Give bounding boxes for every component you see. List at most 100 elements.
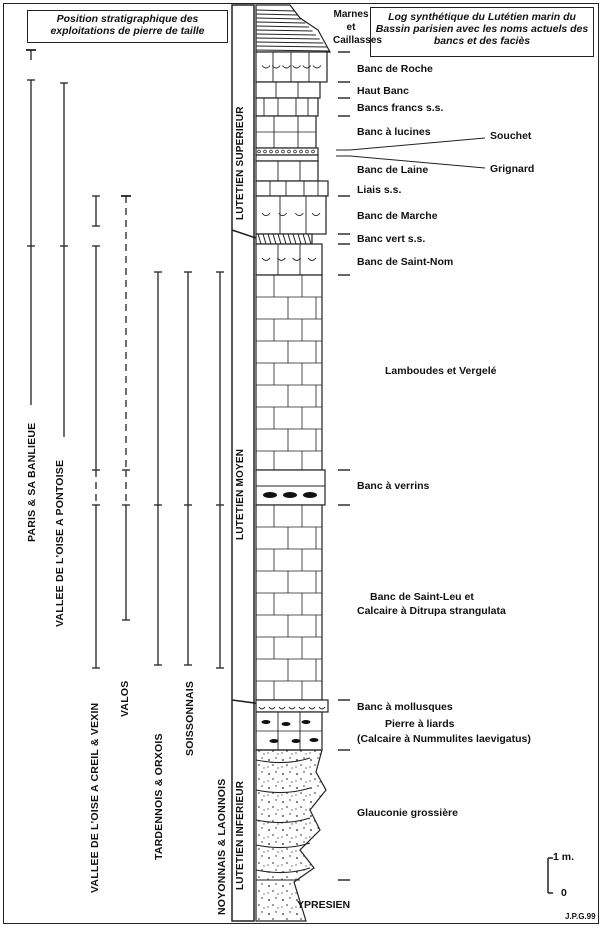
bed-liards-nummulite: [269, 739, 279, 743]
bed-banc-de-laine: Banc de Laine: [357, 164, 429, 176]
bed-verrins-nodule: [263, 492, 277, 498]
bed-francs-rect: [255, 97, 319, 117]
bed-vert-hatch: [292, 233, 297, 245]
bed-calcaire-ditrupa: Calcaire à Ditrupa strangulata: [357, 605, 506, 617]
scale-label-top: 1 m.: [553, 851, 575, 863]
signature: J.P.G.99: [565, 912, 596, 921]
ypresien-label: YPRESIEN: [297, 899, 351, 911]
bed-glauconie-shape: [255, 749, 327, 922]
bed-glauconie: Glauconie grossière: [357, 807, 458, 819]
grignard-label: Grignard: [490, 163, 535, 175]
bed-banc-vert: Banc vert s.s.: [357, 233, 426, 245]
bed-glauconie-lamina: [255, 787, 311, 794]
stage-column-border: [231, 4, 255, 922]
bed-saintnom-fossil: [292, 257, 302, 261]
region-label-paris: PARIS & SA BANLIEUE: [26, 422, 38, 542]
bed-verrins-rect: [255, 469, 326, 506]
bed-mollusques-shell: [298, 706, 306, 710]
bed-souchet-grain: [281, 149, 285, 154]
bed-banc-de-saint-nom: Banc de Saint-Nom: [357, 256, 454, 268]
souchet-leader-b: [349, 137, 486, 151]
bed-banc-de-roche: Banc de Roche: [357, 63, 433, 75]
bed-banc-a-verrins: Banc à verrins: [357, 480, 430, 492]
bed-glauconie-lamina: [255, 817, 311, 824]
stage-label-inferieur: LUTETIEN INFERIEUR: [235, 780, 246, 890]
bed-liards-nummulite: [261, 720, 271, 724]
bed-marche-fossil: [278, 212, 288, 217]
left-title-box: Position stratigraphique des exploitatio…: [27, 10, 228, 43]
bed-liards-nummulite: [301, 720, 311, 724]
bed-saintnom-fossil: [307, 257, 317, 261]
marnes-lamina: [255, 13, 299, 16]
bed-roche-fossil: [302, 65, 312, 69]
bed-calcaire-nummulites: (Calcaire à Nummulites laevigatus): [357, 733, 531, 745]
region-label-creil: VALLEE DE L'OISE A CREIL & VEXIN: [89, 702, 101, 893]
bed-mollusques-shell: [268, 706, 276, 710]
bed-liais-rect: [255, 180, 329, 197]
bed-saintnom-fossil: [261, 257, 271, 261]
bed-haut-banc: Haut Banc: [357, 85, 409, 97]
bed-marche-rect: [255, 195, 327, 235]
bed-roche-rect: [255, 51, 328, 83]
bed-roche-fossil: [312, 65, 322, 69]
bed-hautbanc-rect: [255, 81, 321, 99]
bed-banc-a-mollusques: Banc à mollusques: [357, 701, 453, 713]
bed-mollusques-shell: [288, 706, 296, 710]
bed-laine-rect: [255, 160, 319, 182]
bed-vert-hatch: [267, 233, 272, 245]
bed-liards-nummulite: [291, 739, 301, 743]
bed-souchet-grain: [263, 149, 267, 154]
bed-souchet-grain: [275, 149, 279, 154]
bed-roche-fossil: [261, 65, 271, 69]
region-label-noyonnais: NOYONNAIS & LAONNOIS: [216, 778, 228, 915]
bed-grignard-rect: [255, 154, 319, 162]
bed-vert-hatch: [272, 233, 277, 245]
marnes-lamina: [255, 41, 324, 44]
bed-vert-hatch: [282, 233, 287, 245]
bed-souchet-grain: [269, 149, 273, 154]
marnes-lamina: [255, 9, 295, 12]
bed-banc-a-lucines: Banc à lucines: [357, 126, 431, 138]
bed-marche-fossil: [311, 212, 321, 217]
bed-marche-fossil: [294, 212, 304, 217]
left-title: Position stratigraphique des exploitatio…: [50, 13, 205, 37]
bed-pierre-a-liards: Pierre à liards: [385, 718, 455, 730]
bed-lambourdes: Lamboudes et Vergelé: [385, 365, 497, 377]
bed-liards-nummulite: [281, 722, 291, 726]
region-range-bars: [26, 49, 224, 669]
bed-souchet-grain: [287, 149, 291, 154]
region-label-pontoise: VALLEE DE L'OISE A PONTOISE: [54, 459, 66, 627]
bed-liais: Liais s.s.: [357, 184, 402, 196]
bed-mollusques-shell: [308, 706, 316, 710]
bed-banc-de-marche: Banc de Marche: [357, 210, 438, 222]
marnes-outline: [255, 4, 332, 53]
bed-roche-fossil: [271, 65, 281, 69]
region-label-tardenois: TARDENNOIS & ORXOIS: [153, 733, 165, 860]
bed-souchet-grain: [311, 149, 315, 154]
bed-souchet-grain: [257, 149, 261, 154]
bed-vert-hatch: [287, 233, 292, 245]
bed-glauconie-lamina: [255, 867, 311, 874]
marnes-label: Marnes et Caillasses: [333, 9, 382, 46]
bed-mollusques-rect: [255, 699, 329, 713]
bed-souchet-grain: [305, 149, 309, 154]
lithology-log: [255, 4, 332, 922]
bed-souchet-grain: [299, 149, 303, 154]
bed-saintleu-rect: [255, 504, 323, 701]
stage-label-superieur: LUTETIEN SUPERIEUR: [235, 106, 246, 220]
bed-bancs-francs: Bancs francs s.s.: [357, 102, 444, 114]
bed-vert-hatch: [307, 233, 312, 245]
bed-banc-de-saint-leu: Banc de Saint-Leu et: [370, 591, 474, 603]
bed-glauconie-lamina: [255, 842, 311, 849]
right-title: Log synthétique du Lutétien marin du Bas…: [375, 11, 589, 47]
bed-marche-fossil: [261, 212, 271, 217]
marnes-lamina: [255, 25, 309, 28]
bed-glauconie-lamina: [255, 757, 311, 764]
bed-vert-hatch: [277, 233, 282, 245]
marnes-lamina: [255, 33, 317, 36]
bed-vert-hatch: [297, 233, 302, 245]
bed-roche-fossil: [282, 65, 291, 69]
bed-mollusques-shell: [258, 706, 266, 710]
bed-mollusques-shell: [278, 706, 286, 710]
bed-souchet-grain: [293, 149, 297, 154]
